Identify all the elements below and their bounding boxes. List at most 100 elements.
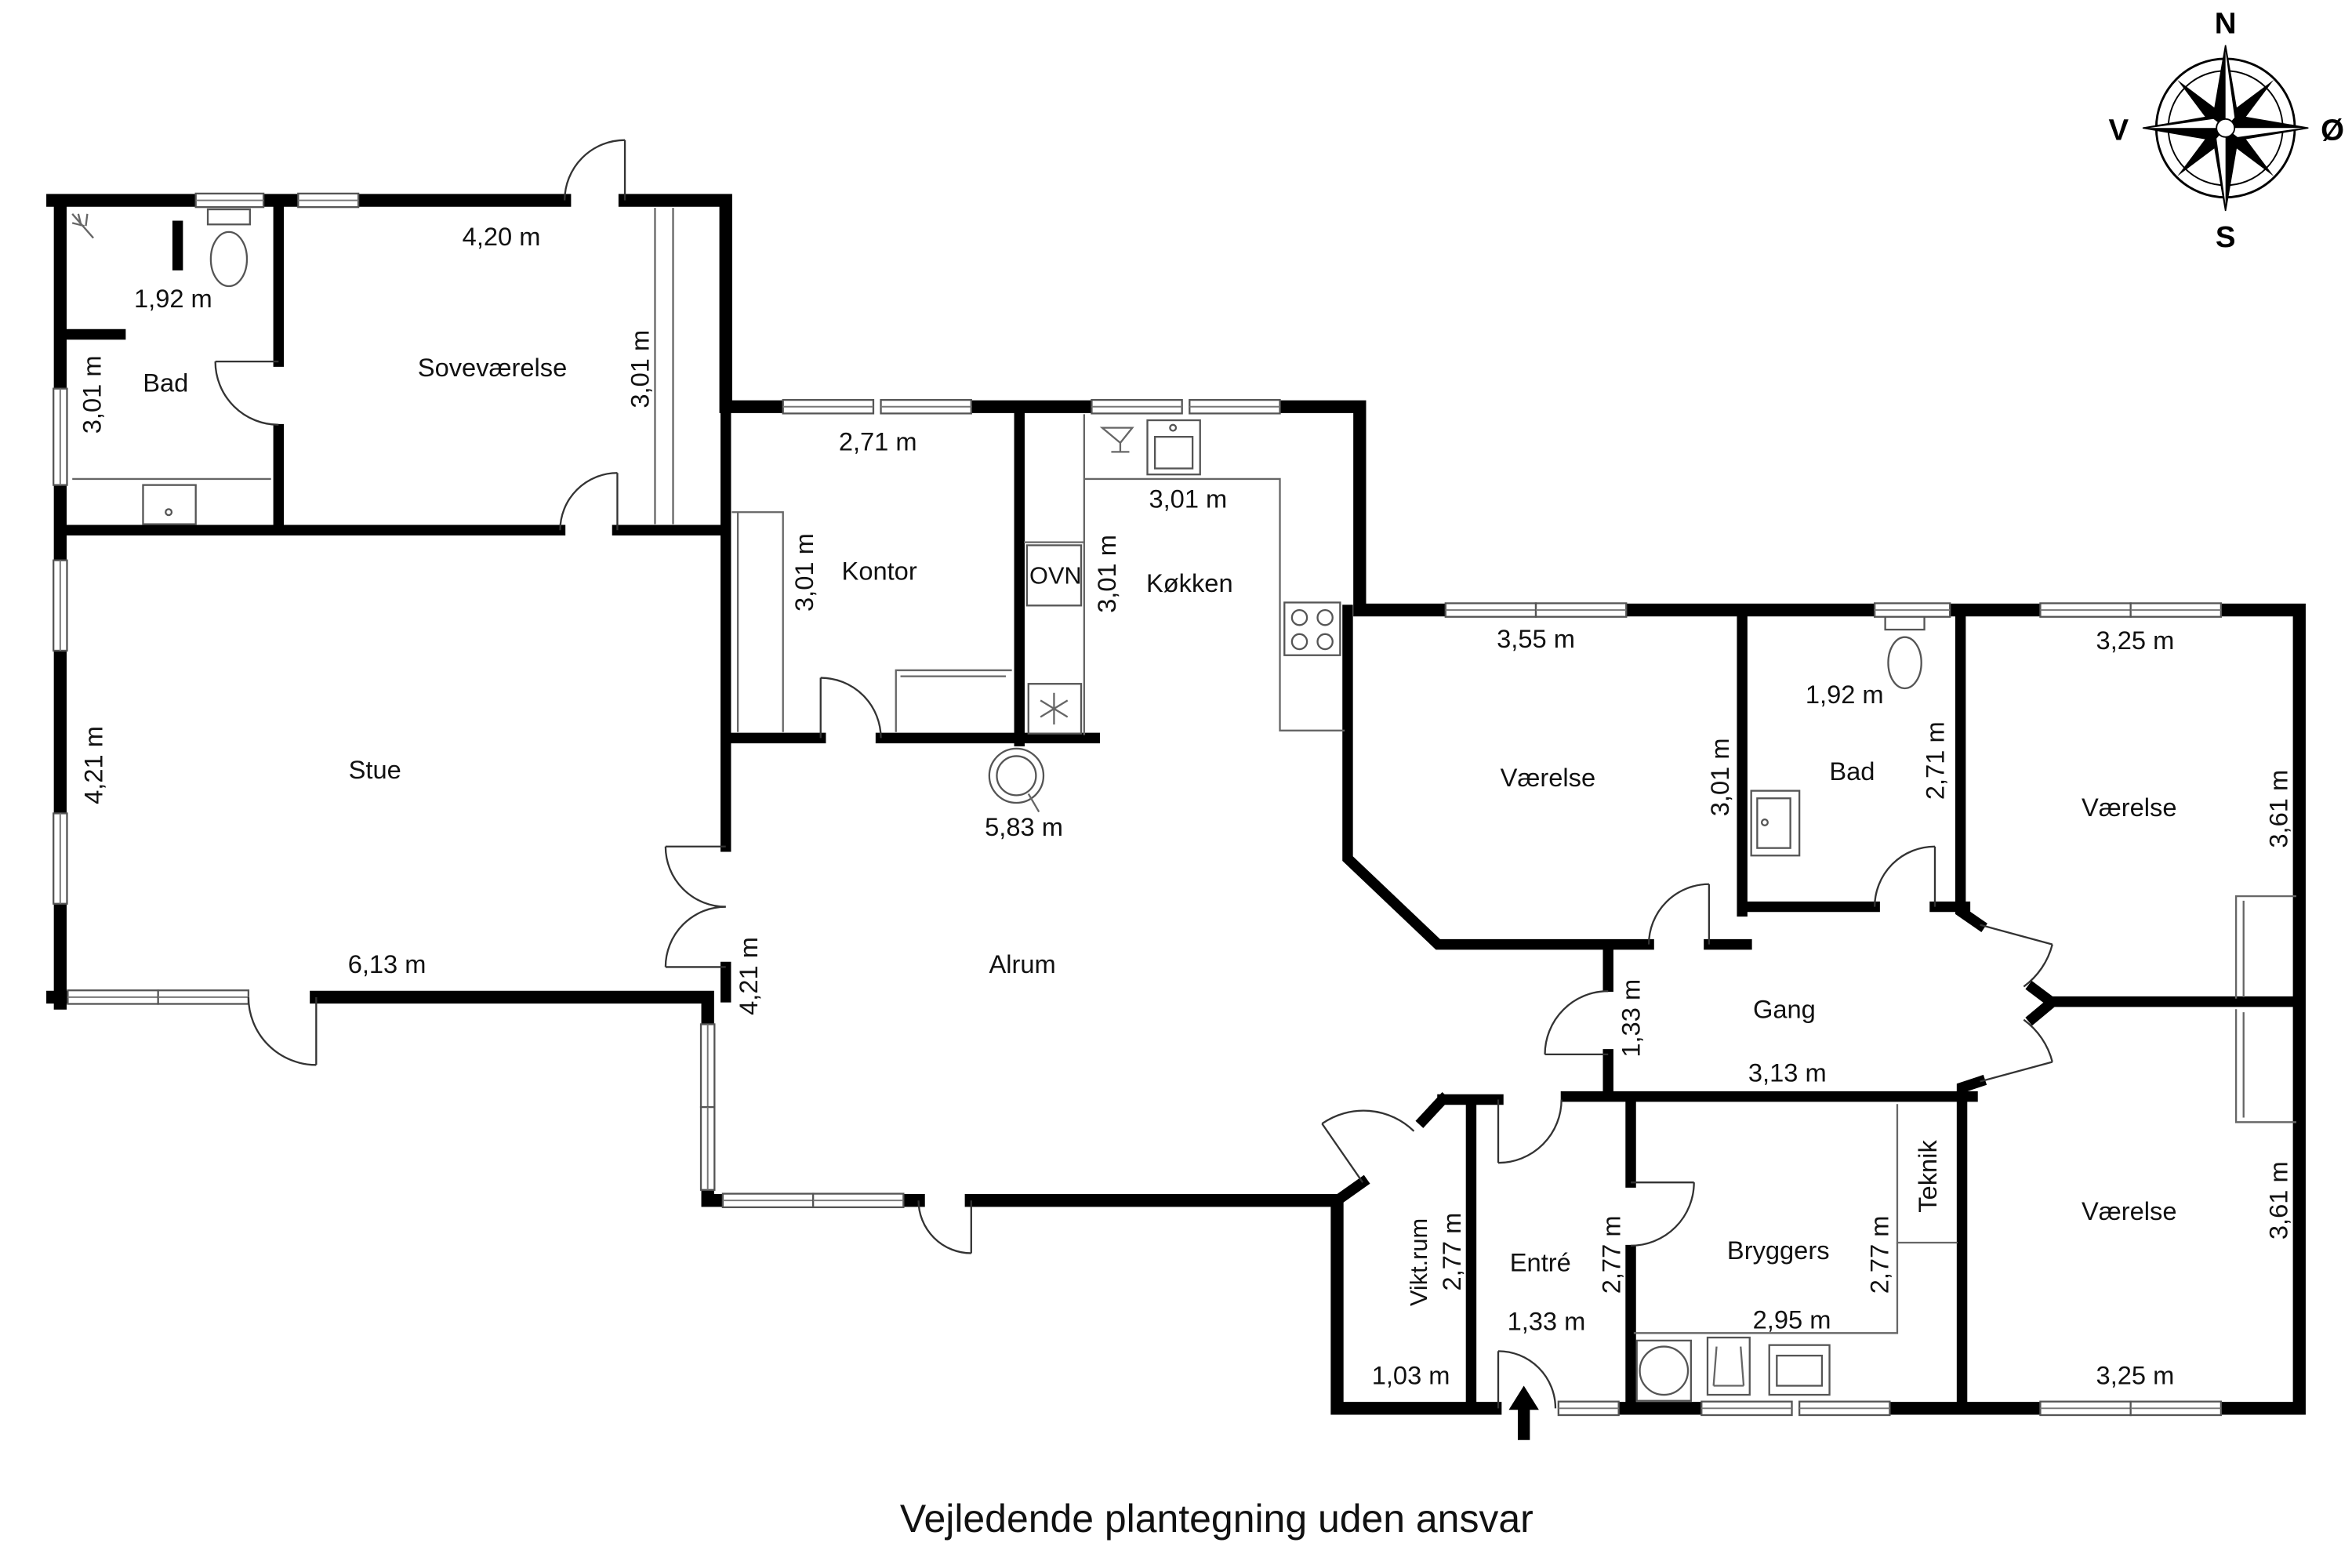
office-desk bbox=[895, 669, 1012, 732]
toilet-icon bbox=[1884, 615, 1926, 690]
window bbox=[194, 192, 265, 209]
kitchen-tap-icon bbox=[1099, 426, 1134, 453]
dimension-label: 5,83 m bbox=[985, 812, 1063, 841]
dimension-label: 2,77 m bbox=[1437, 1213, 1466, 1291]
door-swing bbox=[1544, 990, 1609, 1054]
door bbox=[664, 906, 726, 968]
compass-rose-icon bbox=[2142, 45, 2309, 212]
door-swing bbox=[559, 472, 618, 531]
doors bbox=[214, 139, 2053, 1409]
dimension-label: 1,92 m bbox=[1806, 680, 1884, 709]
exterior-walls bbox=[46, 194, 2306, 1415]
window bbox=[1444, 602, 1537, 618]
door bbox=[917, 1200, 972, 1254]
window bbox=[782, 398, 875, 415]
door bbox=[1980, 1018, 2053, 1083]
room-label-kontor: Kontor bbox=[842, 557, 917, 586]
window bbox=[297, 192, 360, 209]
door-swing bbox=[820, 677, 882, 739]
window bbox=[1798, 1400, 1891, 1417]
dimension-label: 4,21 m bbox=[79, 726, 108, 804]
door bbox=[214, 360, 279, 426]
dimension-label: 2,77 m bbox=[1864, 1215, 1893, 1294]
toilet-icon bbox=[206, 208, 251, 288]
door bbox=[1497, 1350, 1557, 1409]
door-swing bbox=[1631, 1182, 1695, 1247]
window bbox=[1557, 1400, 1620, 1417]
dimension-label: 3,01 m bbox=[1149, 484, 1227, 513]
door-swing bbox=[1498, 1099, 1563, 1164]
room-label-viktrum: Vikt.rum bbox=[1405, 1218, 1432, 1306]
entrance-arrow-icon bbox=[1508, 1385, 1539, 1440]
window bbox=[1534, 602, 1628, 618]
window bbox=[53, 559, 68, 652]
dimension-label: 1,03 m bbox=[1372, 1361, 1450, 1390]
utility-counter bbox=[1633, 1243, 1899, 1334]
dimension-label: 2,95 m bbox=[1753, 1305, 1831, 1334]
door-swing bbox=[1874, 845, 1935, 907]
dimension-label: 3,55 m bbox=[1497, 624, 1575, 653]
room-label-stue: Stue bbox=[349, 755, 401, 784]
door-swing bbox=[564, 139, 626, 201]
door-swing bbox=[214, 361, 279, 426]
stove-icon bbox=[1283, 601, 1341, 656]
oven-icon: OVN bbox=[1025, 544, 1083, 607]
door-swing bbox=[1498, 1350, 1557, 1409]
dimension-label: 3,25 m bbox=[2096, 1361, 2175, 1390]
door-swing bbox=[917, 1200, 971, 1254]
dimension-label: 3,25 m bbox=[2096, 626, 2175, 655]
window bbox=[157, 989, 250, 1005]
round-table-icon bbox=[988, 747, 1045, 813]
oven-label: OVN bbox=[1029, 562, 1082, 590]
door-leaf bbox=[1321, 1123, 1364, 1183]
dimension-label: 3,13 m bbox=[1748, 1058, 1827, 1087]
door bbox=[559, 472, 619, 531]
dimension-label: 3,01 m bbox=[1705, 738, 1734, 816]
dimension-label: 3,61 m bbox=[2263, 770, 2292, 848]
disclaimer: Vejledende plantegning uden ansvar bbox=[900, 1497, 1534, 1541]
dimension-label: 4,20 m bbox=[463, 222, 541, 251]
window bbox=[699, 1105, 716, 1191]
door bbox=[1874, 845, 1936, 907]
door bbox=[1321, 1109, 1415, 1183]
dimension-label: 3,61 m bbox=[2263, 1161, 2292, 1240]
door-leaf bbox=[1980, 1061, 2053, 1083]
compass-west: V bbox=[2108, 114, 2129, 147]
interior-walls bbox=[55, 194, 2305, 1414]
door-leaf bbox=[1980, 924, 2053, 946]
room-label-sovevaerelse: Soveværelse bbox=[418, 353, 567, 382]
room-label-teknik: Teknik bbox=[1913, 1140, 1942, 1213]
room-label-bad: Bad bbox=[1829, 757, 1875, 786]
window bbox=[53, 812, 68, 905]
utility-sink-icon bbox=[1768, 1344, 1831, 1396]
compass-north: N bbox=[2215, 6, 2237, 40]
room-label-bad: Bad bbox=[143, 368, 188, 397]
door bbox=[564, 139, 626, 201]
room-label-vaerelse: Værelse bbox=[2082, 1196, 2177, 1225]
window bbox=[880, 398, 972, 415]
dimension-label: 1,33 m bbox=[1616, 979, 1645, 1058]
window bbox=[1700, 1400, 1793, 1417]
door bbox=[247, 996, 318, 1066]
window bbox=[2039, 602, 2132, 618]
door bbox=[819, 677, 882, 739]
kitchen-counter bbox=[1024, 414, 1345, 735]
bedroom-2-wardrobe bbox=[2234, 895, 2296, 999]
dimension-label: 3,01 m bbox=[626, 330, 655, 408]
dimension-label: 3,01 m bbox=[78, 355, 107, 434]
window bbox=[2129, 1400, 2223, 1417]
room-label-bryggers: Bryggers bbox=[1727, 1236, 1830, 1265]
dimension-label: 6,13 m bbox=[348, 949, 426, 978]
room-label-kokken: Køkken bbox=[1146, 568, 1233, 597]
door-swing bbox=[2023, 944, 2053, 988]
door bbox=[1980, 924, 2053, 988]
room-label-gang: Gang bbox=[1753, 995, 1816, 1024]
room-label-vaerelse: Værelse bbox=[1501, 763, 1596, 792]
window bbox=[721, 1192, 815, 1209]
door-swing bbox=[664, 906, 726, 967]
office-wardrobe bbox=[731, 511, 784, 732]
door bbox=[1647, 883, 1711, 945]
dimension-label: 2,71 m bbox=[1920, 721, 1949, 800]
washing-machine-icon bbox=[1635, 1339, 1693, 1402]
